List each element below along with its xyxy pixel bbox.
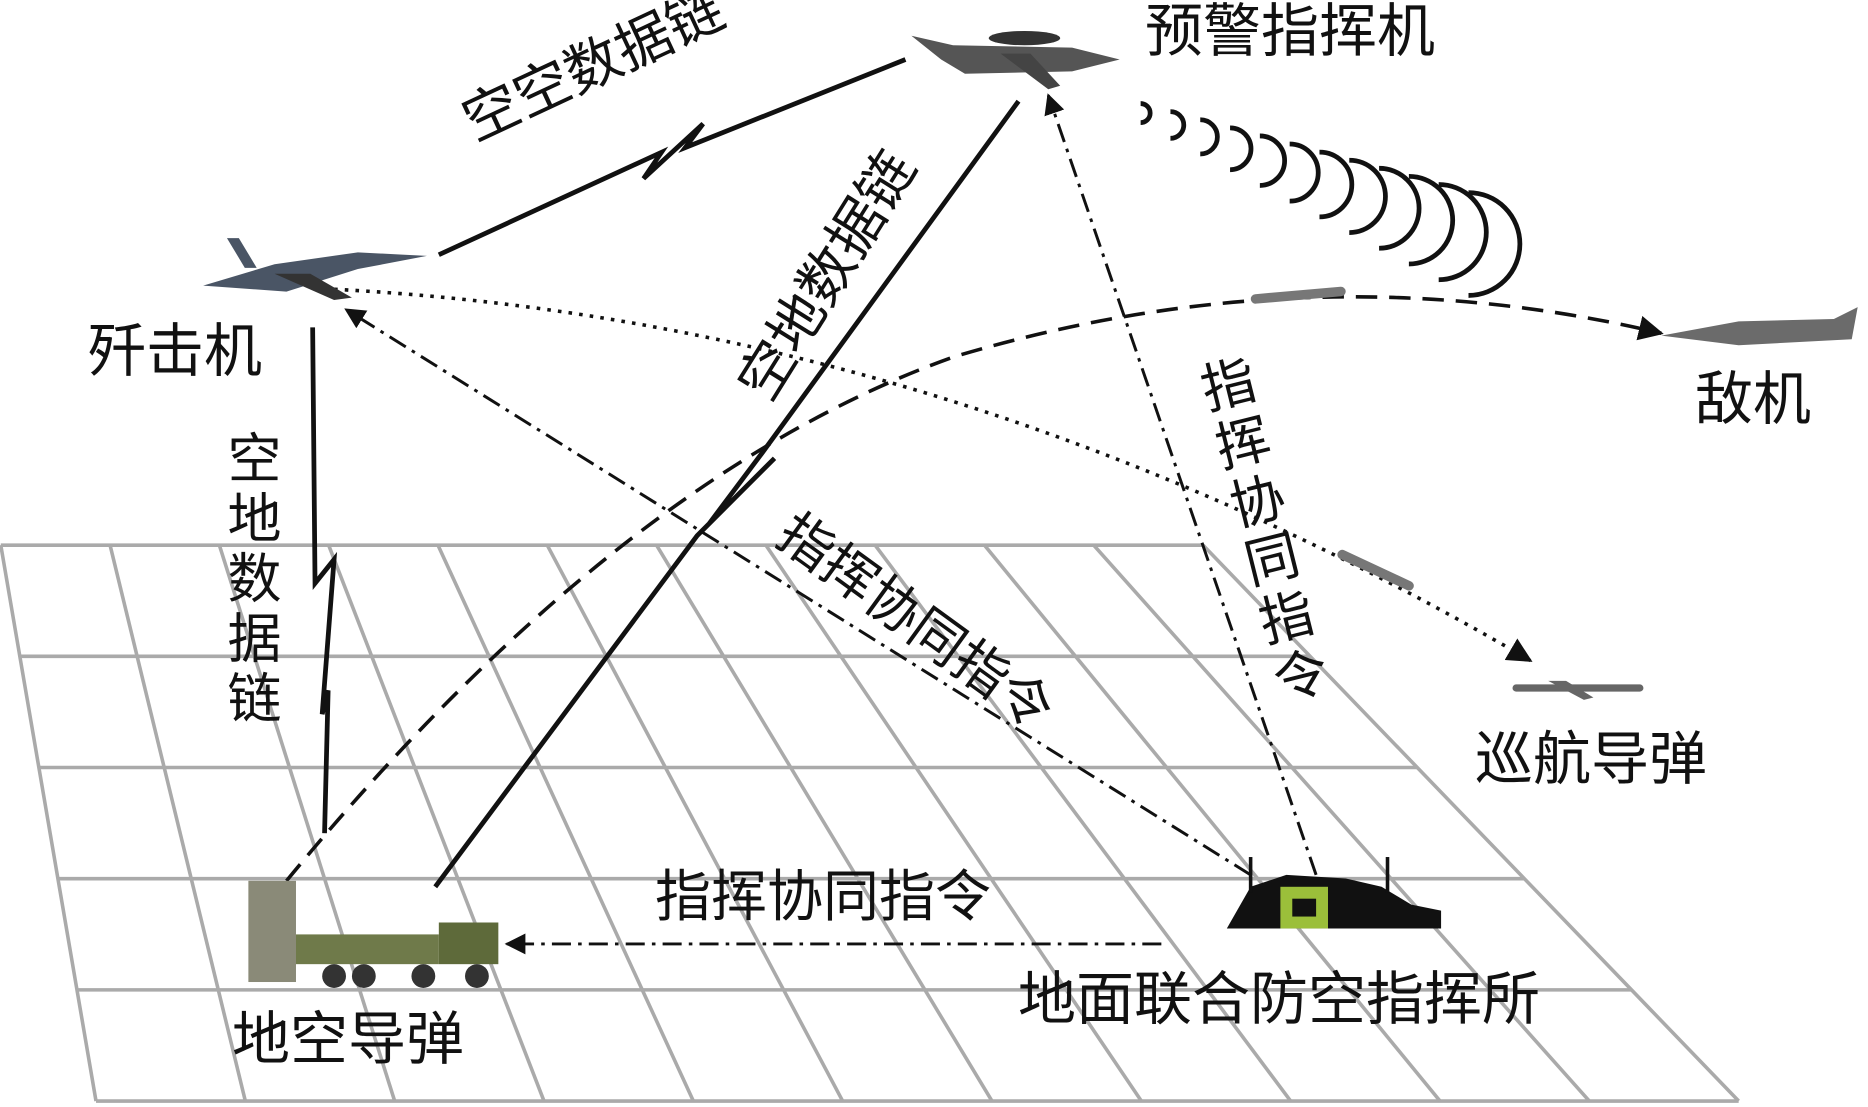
grid-line [108,544,248,1102]
awacs-aircraft-icon [911,30,1120,90]
grid-line [764,544,1143,1103]
grid-line [436,544,695,1102]
cruise-missile-label: 巡航导弹 [1475,725,1708,793]
ground-grid [0,543,1740,1103]
radar-wave-arc [1319,149,1355,220]
grid-line [217,544,397,1102]
grid-line [1201,543,1740,1103]
sam-label: 地空导弹 [232,1005,465,1073]
radar-wave-arc [1229,125,1254,173]
grid-line [1092,543,1591,1103]
awacs-air-ground-datalink-line [433,99,1021,889]
sam-trajectory-dashed [285,295,1664,882]
radar-wave-arc [1408,174,1455,267]
cmd-to-awacs-line [1044,93,1318,876]
air-air-datalink-line [437,57,907,257]
fighter-air-ground-datalink-line [310,327,338,834]
radar-wave-arc [1170,109,1187,141]
radar-wave-arc [1289,141,1321,204]
missile-icon [1250,286,1414,591]
grid-line [655,544,994,1102]
radar-wave-arc [1468,190,1523,298]
sam-launcher-icon [248,880,499,988]
radar-wave-icon [1140,101,1523,298]
radar-wave-arc [1259,133,1287,188]
radar-wave-arc [1349,157,1388,235]
enemy-aircraft-icon [1661,307,1858,346]
radar-wave-arc [1140,101,1153,125]
fighter-air-ground-datalink-label: 空地数据链 [218,430,281,730]
fighter-trajectory-dotted [333,287,1533,663]
grid-line [545,544,845,1102]
fighter-aircraft-icon [203,238,427,300]
radar-wave-arc [1379,165,1422,251]
fighter-label: 歼击机 [88,317,263,385]
grid-line [0,544,98,1102]
radar-wave-arc [1200,117,1220,157]
grid-line [983,544,1442,1103]
cruise-missile-icon [1512,680,1644,700]
cmd-to-fighter-line [344,308,1252,877]
radar-wave-arc [1438,182,1489,283]
awacs-label: 预警指挥机 [1145,0,1436,65]
enemy-label: 敌机 [1695,365,1812,433]
cmd-to-sam-label: 指挥协同指令 [655,865,991,930]
grid-line [327,544,546,1102]
command-post-icon [1226,857,1442,929]
grid-line [873,544,1293,1103]
command-post-label: 地面联合防空指挥所 [1018,965,1541,1033]
